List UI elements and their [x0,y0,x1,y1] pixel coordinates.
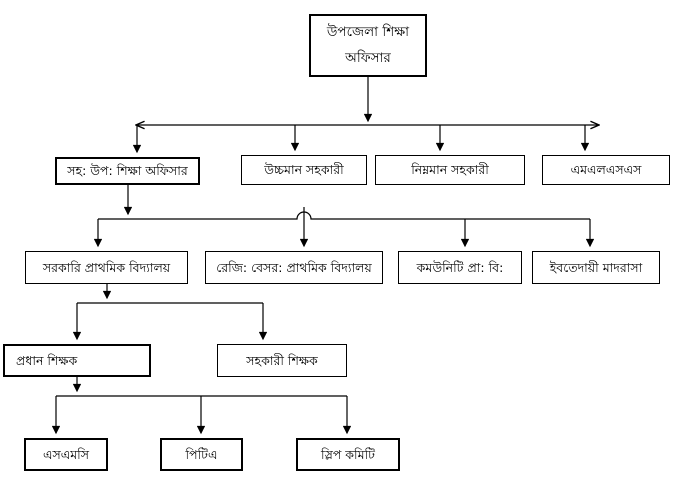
node-head-teacher: প্রধান শিক্ষক [3,344,151,377]
node-regd-non-govt-primary-school: রেজি: বেসর: প্রাথমিক বিদ্যালয় [205,251,383,284]
node-smc: এসএমসি [24,438,108,471]
node-assistant-upazila-education-officer: সহ: উপ: শিক্ষা অফিসার [55,157,200,185]
node-higher-grade-assistant: উচ্চমান সহকারী [241,155,367,185]
node-slip-committee: স্লিপ কমিটি [296,438,400,471]
connector-lines [51,77,598,435]
node-lower-grade-assistant: নিম্নমান সহকারী [375,155,525,185]
node-assistant-teacher: সহকারী শিক্ষক [217,344,347,377]
edge-row3-bus [98,211,590,220]
node-community-primary-school: কমউনিটি প্রা: বি: [398,251,522,284]
node-upazila-education-officer: উপজেলা শিক্ষা অফিসার [309,14,427,77]
node-pta: পিটিএ [160,438,243,471]
node-govt-primary-school: সরকারি প্রাথমিক বিদ্যালয় [25,251,188,284]
node-ibtedayee-madrasa: ইবতেদায়ী মাদরাসা [532,251,660,284]
node-mlss: এমএলএসএস [542,155,670,185]
